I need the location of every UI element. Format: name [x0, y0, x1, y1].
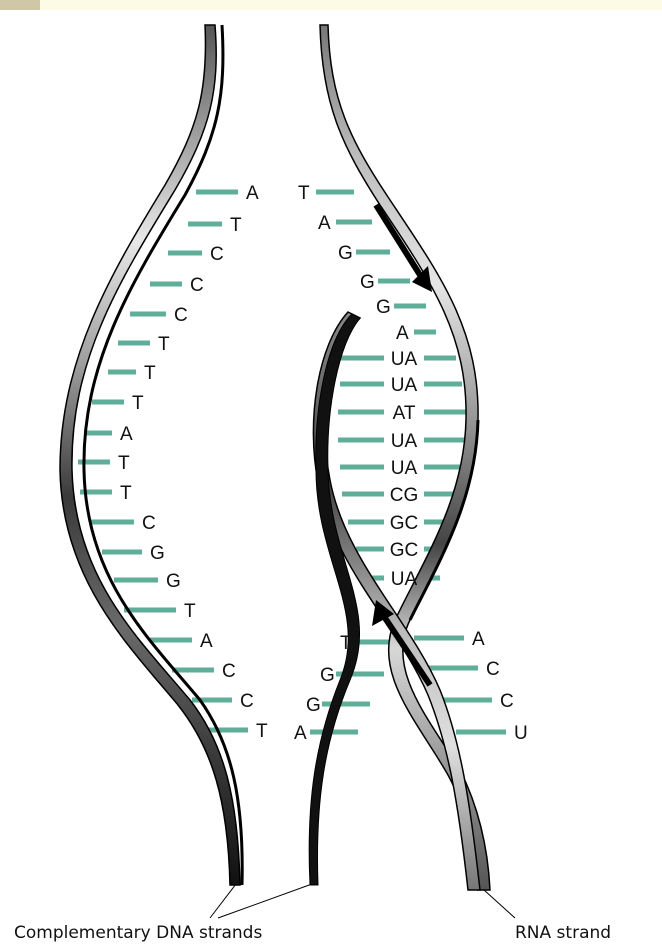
base-pair-label: GC: [390, 540, 419, 561]
left-base-letter: G: [150, 543, 165, 564]
right-upper-base-letter: G: [360, 272, 375, 293]
left-base-letter: G: [166, 571, 181, 592]
complementary-dna-label: Complementary DNA strands: [14, 923, 262, 943]
left-base-letter: A: [200, 631, 213, 652]
left-base-letter: T: [144, 363, 156, 384]
rna-strand-label: RNA strand: [515, 923, 611, 943]
left-base-letter: T: [132, 393, 144, 414]
lower-rna-base-letter: C: [486, 659, 500, 680]
lower-dna-base-letter: G: [306, 695, 321, 716]
base-pair-label: AT: [393, 403, 416, 424]
left-base-letter: T: [120, 483, 132, 504]
left-base-letter: T: [256, 721, 268, 742]
left-base-letter: A: [120, 424, 133, 445]
left-base-letter: C: [142, 513, 156, 534]
right-upper-base-letter: A: [318, 213, 331, 234]
base-pair-label: UA: [391, 349, 418, 370]
lower-dna-base-letter: A: [294, 723, 307, 744]
left-base-letter: C: [240, 691, 254, 712]
right-upper-base-letter: T: [298, 183, 310, 204]
lower-rna-base-letter: C: [500, 691, 514, 712]
left-base-letter: C: [222, 661, 236, 682]
left-base-letter: C: [174, 305, 188, 326]
pointer-line-rna: [484, 890, 515, 918]
base-pair-label: GC: [390, 513, 419, 534]
right-upper-base-letter: G: [338, 243, 353, 264]
left-base-letter: T: [230, 215, 242, 236]
base-pair-label: UA: [391, 375, 418, 396]
left-base-letter: C: [210, 244, 224, 265]
base-pair-label: CG: [390, 485, 419, 506]
left-base-letter: T: [184, 601, 196, 622]
lower-dna-base-letter: T: [340, 633, 352, 654]
rna-strand-ribbon: [313, 312, 480, 890]
base-pair-label: UA: [391, 431, 418, 452]
right-upper-base-letter: A: [396, 323, 409, 344]
lower-rna-base-letter: A: [472, 629, 485, 650]
left-dna-strand-ribbon: [60, 25, 240, 885]
base-pair-label: UA: [391, 458, 418, 479]
right-upper-base-letter: G: [376, 297, 391, 318]
base-pair-label: UA: [391, 569, 418, 590]
left-base-letter: C: [190, 275, 204, 296]
left-base-letter: T: [158, 334, 170, 355]
lower-dna-base-letter: G: [320, 665, 335, 686]
left-base-letter: T: [118, 453, 130, 474]
left-base-letter: A: [246, 183, 259, 204]
lower-rna-base-letter: U: [514, 723, 528, 744]
